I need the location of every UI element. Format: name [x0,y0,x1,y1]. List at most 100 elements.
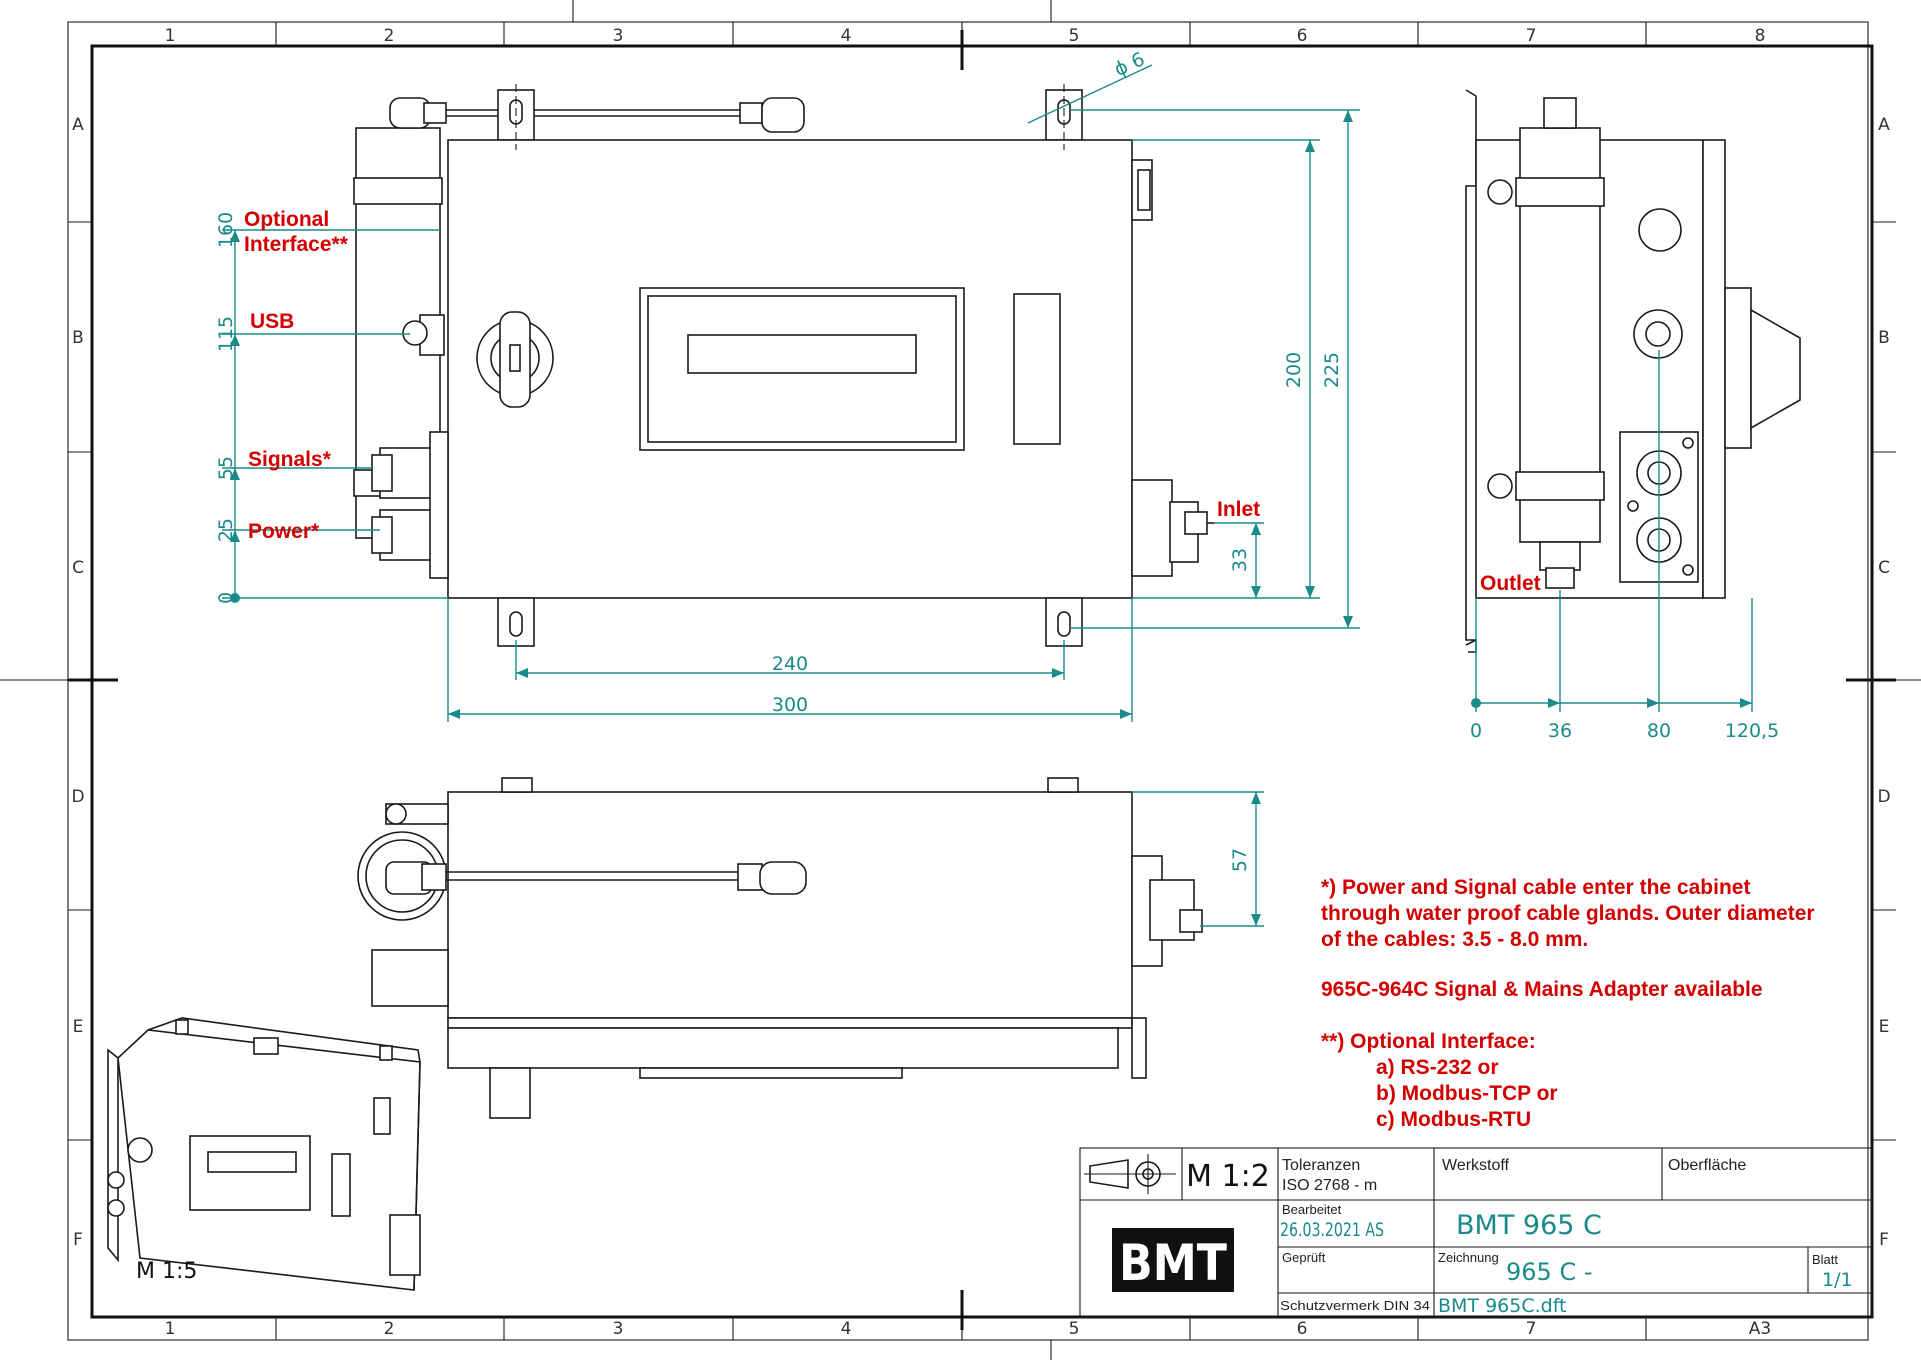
outlet-fitting [1545,567,1575,589]
zone-col-5: 5 [1069,26,1080,46]
dim-55: 55 [215,456,237,480]
zone-row-a-left: A [72,115,84,135]
fitting-left [423,102,447,124]
bottom-view: 57 [357,777,1264,1119]
dim-25: 25 [215,518,237,542]
zone-row-b-left: B [72,328,84,348]
zone-row-e-right: E [1879,1017,1890,1037]
tab-bottom-right [1045,597,1083,647]
label-inlet: Inlet [1217,498,1260,521]
zone-col-2: 2 [384,26,395,46]
zone-row-d-right: D [1877,787,1890,807]
zone-col-4: 4 [841,26,852,46]
side-view: 0 36 80 120,5 Outlet [1465,89,1801,742]
side-dim-36: 36 [1548,720,1572,742]
tb-bearbeitet-label: Bearbeitet [1282,1202,1342,1217]
tb-schutz-label: Schutzvermerk DIN 34 [1280,1298,1430,1313]
inlet-block [1131,479,1173,577]
dim-hole-diameter: ϕ 6 [1111,48,1148,81]
display-lcd [687,334,917,374]
front-dimensions: 160 115 55 25 0 200 225 33 240 300 ϕ 6 [215,48,1360,722]
zone-row-d-left: D [71,787,84,807]
tab-bottom-left [497,597,535,647]
side-latch [1750,308,1801,430]
side-dim-120-5: 120,5 [1725,720,1779,742]
note-optional-title: **) Optional Interface: [1321,1030,1536,1053]
bmt-logo-text: BMT [1119,1234,1227,1292]
zone-labels: 1 2 3 4 5 6 7 8 1 2 3 4 5 6 7 A3 A B C D… [71,26,1890,1339]
center-marks [68,30,1896,1330]
zone-bcol-5: 5 [1069,1319,1080,1339]
iso-scale: M 1:5 [136,1259,197,1284]
tb-oberflaeche-label: Oberfläche [1668,1157,1746,1174]
dim-200: 200 [1283,352,1305,388]
bottom-body [447,791,1133,1019]
tb-toleranzen-label: Toleranzen [1282,1157,1360,1174]
label-signals: Signals* [248,448,332,471]
zone-col-6: 6 [1297,26,1308,46]
zone-row-f-left: F [73,1230,83,1250]
note-power-3: of the cables: 3.5 - 8.0 mm. [1321,928,1588,951]
note-optional-c: c) Modbus-RTU [1376,1108,1531,1131]
origin-dot [230,593,240,603]
note-power-2: through water proof cable glands. Outer … [1321,902,1815,925]
note-adapter: 965C-964C Signal & Mains Adapter availab… [1321,978,1763,1001]
tb-zeichnung-value: 965 C - [1506,1258,1592,1286]
projection-symbol-icon [1084,1154,1176,1194]
side-gland-top [1633,309,1683,359]
dim-0: 0 [215,592,237,604]
label-optional-line1: Optional [244,208,329,231]
iso-view: M 1:5 [107,1017,421,1291]
zone-row-a-right: A [1878,115,1890,135]
dim-225: 225 [1321,352,1343,388]
dim-160: 160 [215,212,237,248]
tb-blatt-label: Blatt [1812,1252,1838,1267]
side-round-port [1638,208,1682,252]
tb-zeichnung-label: Zeichnung [1438,1250,1499,1265]
side-dim-0: 0 [1470,720,1482,742]
elbow-right [761,97,805,133]
tb-blatt-value: 1/1 [1822,1269,1853,1291]
side-bracket [1465,96,1477,653]
bottom-gland [371,949,449,1007]
zone-row-c-right: C [1878,558,1890,578]
zone-bcol-8: A3 [1749,1319,1771,1339]
fitting-right [739,102,763,124]
zone-bcol-6: 6 [1297,1319,1308,1339]
zone-col-3: 3 [613,26,624,46]
front-view [353,84,1214,647]
zone-bcol-1: 1 [165,1319,176,1339]
display-window [639,287,965,451]
tb-geprueft-label: Geprüft [1282,1250,1326,1265]
tb-werkstoff-label: Werkstoff [1442,1157,1510,1174]
tb-bearbeitet-value: 26.03.2021 AS [1280,1219,1384,1241]
zone-row-b-right: B [1878,328,1890,348]
zone-bcol-7: 7 [1526,1319,1537,1339]
zone-col-7: 7 [1526,26,1537,46]
label-outlet: Outlet [1480,572,1541,595]
label-usb: USB [250,310,294,333]
tb-file-value: BMT 965C.dft [1438,1295,1567,1317]
dim-115: 115 [215,316,237,352]
label-optional-line2: Interface** [244,233,349,256]
zone-bcol-3: 3 [613,1319,624,1339]
zone-row-c-left: C [72,558,84,578]
notes: *) Power and Signal cable enter the cabi… [1321,876,1815,1131]
iso-display [189,1135,311,1211]
note-optional-b: b) Modbus-TCP or [1376,1082,1558,1105]
dim-57: 57 [1229,848,1251,872]
inlet-fitting [1184,511,1208,535]
cylinder-clamp-top [353,177,443,205]
bottom-rail [447,1027,1119,1069]
note-power-1: *) Power and Signal cable enter the cabi… [1321,876,1750,899]
zone-bcol-2: 2 [384,1319,395,1339]
zone-row-e-left: E [73,1017,84,1037]
side-dim-80: 80 [1647,720,1671,742]
zone-col-8: 8 [1755,26,1766,46]
zone-row-f-right: F [1879,1230,1889,1250]
zone-bcol-4: 4 [841,1319,852,1339]
